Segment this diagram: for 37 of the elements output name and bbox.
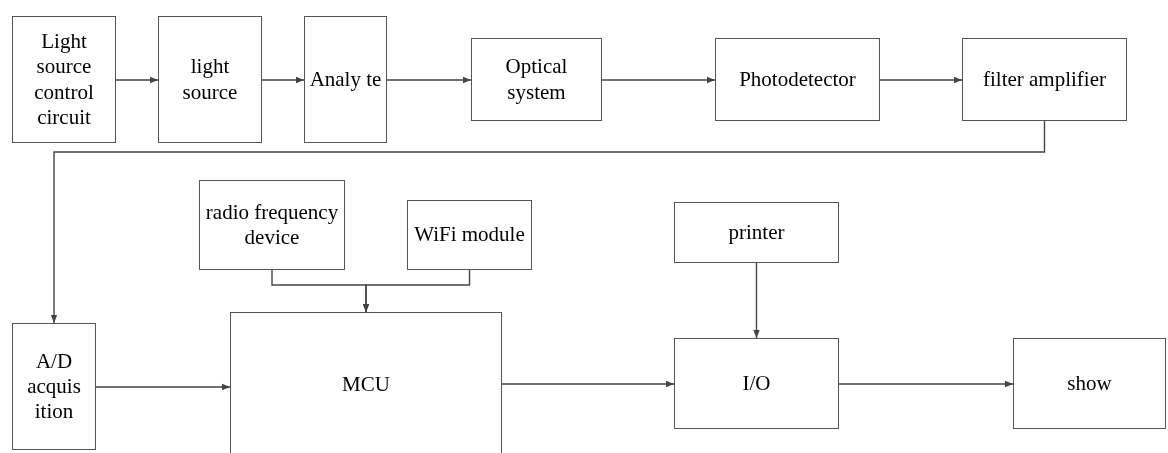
box-label: Optical system — [504, 54, 569, 105]
arrow — [879, 76, 963, 84]
box-label: WiFi module — [413, 222, 526, 248]
process-box — [962, 38, 1127, 121]
box-label: MCU — [341, 372, 391, 398]
box-label: show — [1066, 370, 1113, 397]
process-box — [12, 323, 96, 450]
arrow — [95, 383, 231, 391]
process-box — [715, 38, 880, 121]
arrow — [501, 380, 675, 388]
process-box — [199, 180, 345, 270]
box-label: printer — [727, 219, 786, 246]
box-label: filter amplifier — [982, 66, 1107, 93]
box-label: Light source control circuit — [33, 29, 95, 130]
arrow — [601, 76, 716, 84]
arrow — [753, 262, 760, 339]
box-label: Photodetector — [738, 66, 857, 93]
process-box — [674, 202, 839, 263]
process-box — [1013, 338, 1166, 429]
box-label: radio frequency device — [204, 199, 340, 251]
arrow — [261, 76, 305, 84]
arrow — [50, 120, 1046, 324]
arrow — [838, 380, 1014, 388]
process-box — [304, 16, 387, 143]
process-box — [158, 16, 262, 143]
process-box — [12, 16, 116, 143]
process-box — [230, 312, 502, 453]
arrow — [115, 76, 159, 84]
process-box — [407, 200, 532, 270]
arrow — [362, 269, 471, 313]
process-box — [471, 38, 602, 121]
process-box — [674, 338, 839, 429]
arrow — [386, 76, 472, 84]
box-label: Analy te — [308, 66, 383, 93]
box-label: I/O — [741, 370, 772, 397]
box-label: light source — [181, 54, 239, 105]
box-label: A/D acquis ition — [26, 348, 82, 425]
